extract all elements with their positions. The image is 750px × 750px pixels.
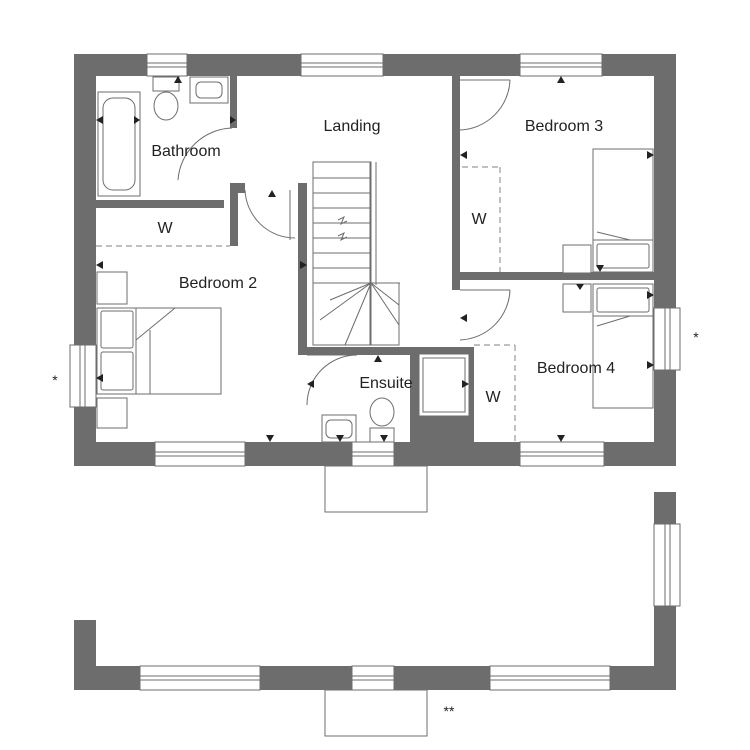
toilet-bathroom <box>152 76 180 121</box>
window-lower-left <box>139 665 261 691</box>
porch-outline-lower <box>324 689 428 737</box>
window-ensuite <box>351 441 395 467</box>
toilet-ensuite <box>369 397 395 443</box>
room-label-bedroom2: Bedroom 2 <box>179 275 257 292</box>
window-lower-right-front <box>489 665 611 691</box>
wardrobe-label-bedroom4: W <box>485 389 501 406</box>
porch-outline <box>324 465 428 513</box>
wardrobe-label-bedroom2: W <box>157 220 173 237</box>
window-bathroom <box>146 53 188 77</box>
window-landing <box>300 53 384 77</box>
room-label-bedroom3: Bedroom 3 <box>525 118 603 135</box>
ensuite-fixtures <box>306 353 470 443</box>
door-swing-bedroom4 <box>459 289 511 341</box>
note-marker-right: * <box>693 329 699 345</box>
bedside-table <box>96 397 128 429</box>
direction-markers <box>96 76 654 442</box>
bedroom4-furniture <box>459 283 654 442</box>
window-lower-mid <box>351 665 395 691</box>
note-marker-left: * <box>52 372 58 388</box>
door-swing-bedroom3 <box>459 79 511 131</box>
note-marker-lower: ** <box>444 703 455 719</box>
window-bedroom2-side <box>69 344 97 408</box>
bedside-table <box>562 283 592 313</box>
basin-bathroom <box>189 76 229 104</box>
window-bedroom3 <box>519 53 603 77</box>
staircase <box>312 161 400 346</box>
shower-tray <box>418 353 470 417</box>
bedroom2-furniture <box>96 271 222 429</box>
room-label-bedroom4: Bedroom 4 <box>537 360 615 377</box>
room-label-bathroom: Bathroom <box>151 143 220 160</box>
single-bed-bedroom3 <box>592 148 654 273</box>
windows <box>69 53 681 467</box>
wardrobe-label-bedroom3: W <box>471 211 487 228</box>
door-swing-bathroom <box>177 127 233 181</box>
room-label-landing: Landing <box>324 118 381 135</box>
bedroom3-furniture <box>458 79 654 274</box>
window-lower-right <box>653 523 681 607</box>
window-bedroom2-front <box>154 441 246 467</box>
bedside-table <box>96 271 128 305</box>
bedside-table <box>562 244 592 274</box>
double-bed <box>96 307 222 395</box>
lower-plan <box>74 492 681 737</box>
window-bedroom4-side <box>653 307 681 371</box>
room-label-ensuite: Ensuite <box>359 375 412 392</box>
single-bed-bedroom4 <box>592 283 654 409</box>
door-swing-landing <box>244 189 296 239</box>
bathtub <box>97 91 141 197</box>
window-bedroom4-front <box>519 441 605 467</box>
door-swing-ensuite <box>306 354 358 406</box>
bathroom-fixtures <box>97 76 233 197</box>
